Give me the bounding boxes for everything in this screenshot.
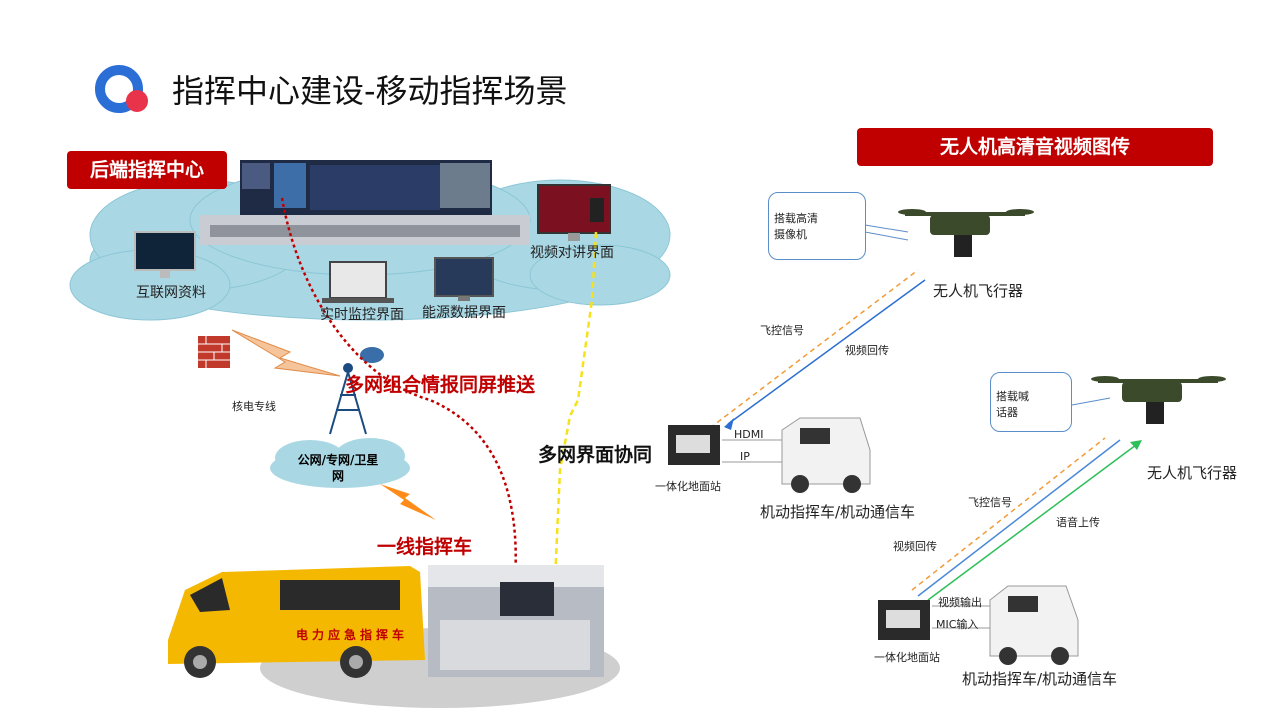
drone-tag: 无人机高清音视频图传 <box>857 128 1213 166</box>
ip-label: IP <box>740 450 750 463</box>
video-intercom-monitor <box>537 184 611 241</box>
vehicle-1-label: 机动指挥车/机动通信车 <box>760 503 916 521</box>
tower-icon <box>329 363 367 435</box>
drone-1-label: 无人机飞行器 <box>933 282 1024 300</box>
callout-camera-text: 搭载高清摄像机 <box>774 212 818 241</box>
ground-station-1-icon <box>668 425 720 465</box>
video-intercom-label: 视频对讲界面 <box>530 245 614 261</box>
flight-signal-1-label: 飞控信号 <box>760 324 804 337</box>
drone-2-icon <box>1091 376 1226 424</box>
nuclear-line-label: 核电专线 <box>232 400 276 413</box>
ground-station-2-label: 一体化地面站 <box>874 651 940 664</box>
ground-station-2-icon <box>878 600 930 640</box>
realtime-laptop <box>322 261 394 303</box>
video-return-2-label: 视频回传 <box>893 540 937 553</box>
video-return-1-label: 视频回传 <box>845 344 889 357</box>
frontline-vehicle-label: 一线指挥车 <box>377 536 473 558</box>
hdmi-label: HDMI <box>734 428 764 441</box>
backend-tag: 后端指挥中心 <box>67 151 227 189</box>
logo-icon <box>95 65 148 113</box>
energy-monitor <box>434 257 494 301</box>
callout-speaker-text: 搭载喊话器 <box>996 390 1029 419</box>
lightning-shape <box>231 329 341 377</box>
energy-label: 能源数据界面 <box>422 305 506 321</box>
red-dotted-path <box>280 197 517 581</box>
internet-monitor <box>134 231 196 278</box>
mic-input-label: MIC输入 <box>936 618 979 631</box>
network-cloud-shape <box>270 438 410 488</box>
flight-signal-2-label: 飞控信号 <box>968 496 1012 509</box>
firewall-icon <box>198 336 230 368</box>
drone-1-icon <box>898 209 1034 257</box>
realtime-label: 实时监控界面 <box>320 307 404 323</box>
callout-camera <box>768 192 866 260</box>
vehicle-interior <box>428 565 604 677</box>
vehicle-text: 电力应急指挥车 <box>296 628 409 642</box>
van-2-icon <box>989 585 1079 665</box>
voice-upload-label: 语音上传 <box>1056 516 1100 529</box>
callout-speaker <box>990 372 1072 432</box>
command-center-wall <box>200 160 530 245</box>
ground-station-1-label: 一体化地面站 <box>655 480 721 493</box>
internet-label: 互联网资料 <box>136 285 206 301</box>
network-cloud-label: 公网/专网/卫星网 <box>297 453 379 483</box>
yellow-dashed-path <box>553 231 598 581</box>
multi-net-collab-label: 多网界面协同 <box>538 444 653 466</box>
page-title: 指挥中心建设-移动指挥场景 <box>172 72 568 110</box>
lightning-small <box>380 484 436 520</box>
van-1-icon <box>781 417 871 493</box>
vehicle-2-label: 机动指挥车/机动通信车 <box>962 670 1118 688</box>
drone-2-label: 无人机飞行器 <box>1147 464 1238 482</box>
video-output-label: 视频输出 <box>938 596 982 609</box>
multi-net-push-label: 多网组合情报同屏推送 <box>345 374 536 396</box>
emergency-vehicle <box>168 566 425 678</box>
router-icon <box>360 347 384 363</box>
